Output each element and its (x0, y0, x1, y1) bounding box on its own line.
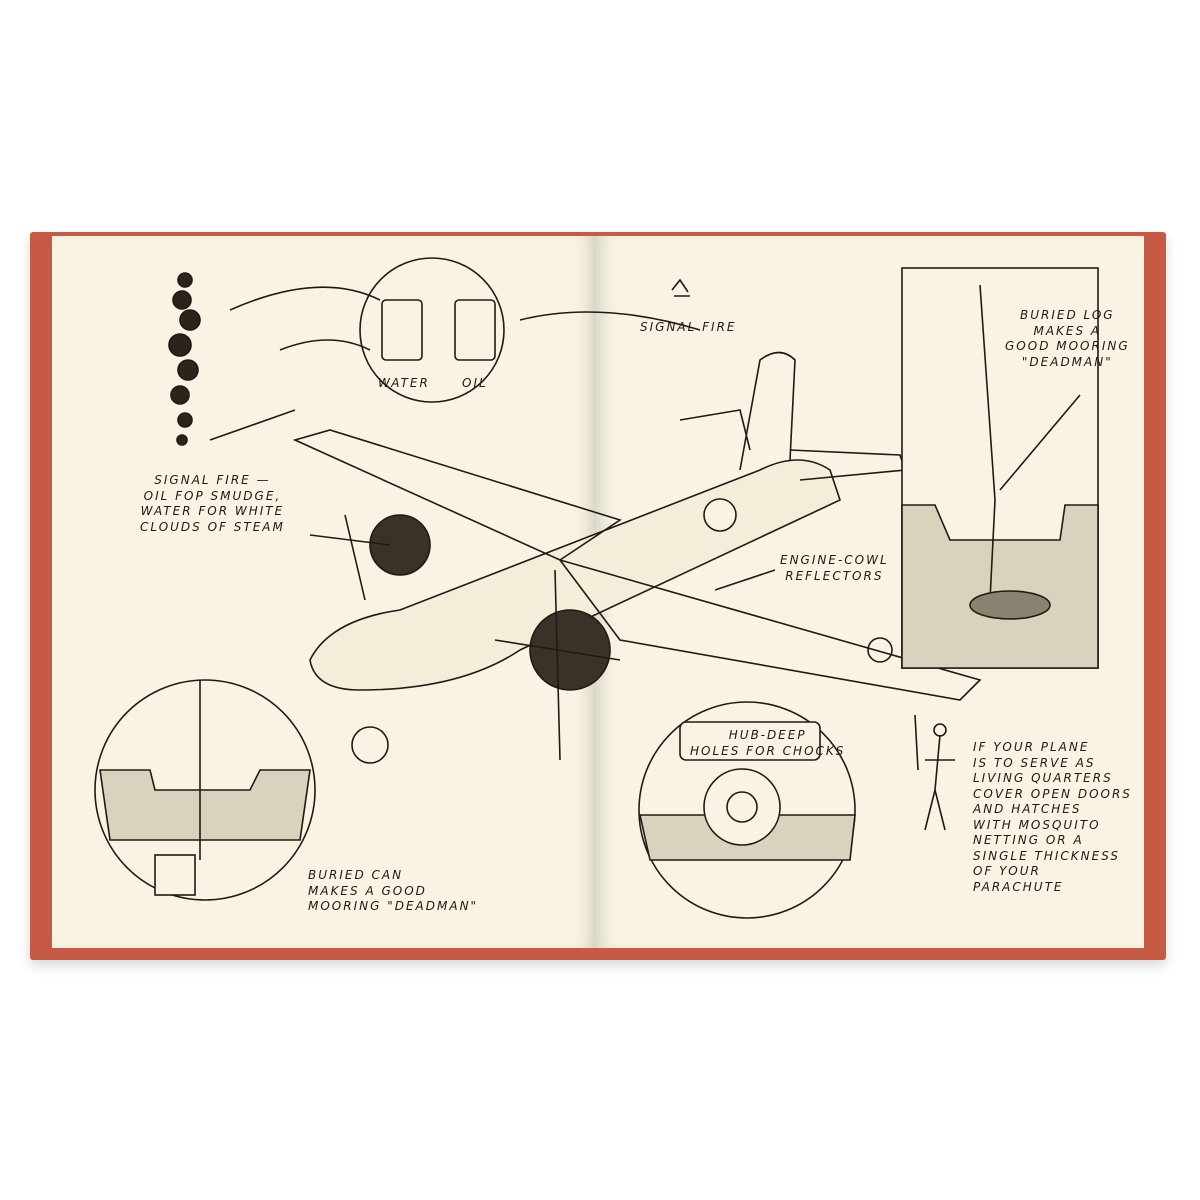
buried-log-caption: BURIED LOG MAKES A GOOD MOORING "DEADMAN… (1005, 308, 1130, 369)
signal-fire-label: SIGNAL FIRE (640, 320, 737, 334)
living-quarters-caption: IF YOUR PLANE IS TO SERVE AS LIVING QUAR… (973, 740, 1132, 894)
smoke-column-icon (168, 272, 201, 446)
water-can-icon (381, 299, 423, 361)
signal-fire-icon (671, 278, 690, 297)
oil-label: OIL (462, 376, 488, 390)
engine-cowl-label: ENGINE-COWL REFLECTORS (780, 553, 889, 583)
pointer-line (209, 409, 296, 441)
buried-can-caption: BURIED CAN MAKES A GOOD MOORING "DEADMAN… (308, 868, 479, 913)
signal-fire-caption: SIGNAL FIRE — OIL FOP SMUDGE, WATER FOR … (140, 473, 285, 534)
grass-lines (229, 286, 701, 351)
oil-can-icon (454, 299, 496, 361)
hub-deep-label: HUB-DEEP HOLES FOR CHOCKS (690, 728, 846, 758)
pointer-line (714, 569, 776, 591)
hub-deep-label-box (679, 721, 821, 761)
person-figure-icon (914, 714, 955, 831)
airplane-drawing (292, 351, 982, 764)
water-label: WATER (378, 376, 430, 390)
cans-inset-circle (359, 257, 505, 403)
